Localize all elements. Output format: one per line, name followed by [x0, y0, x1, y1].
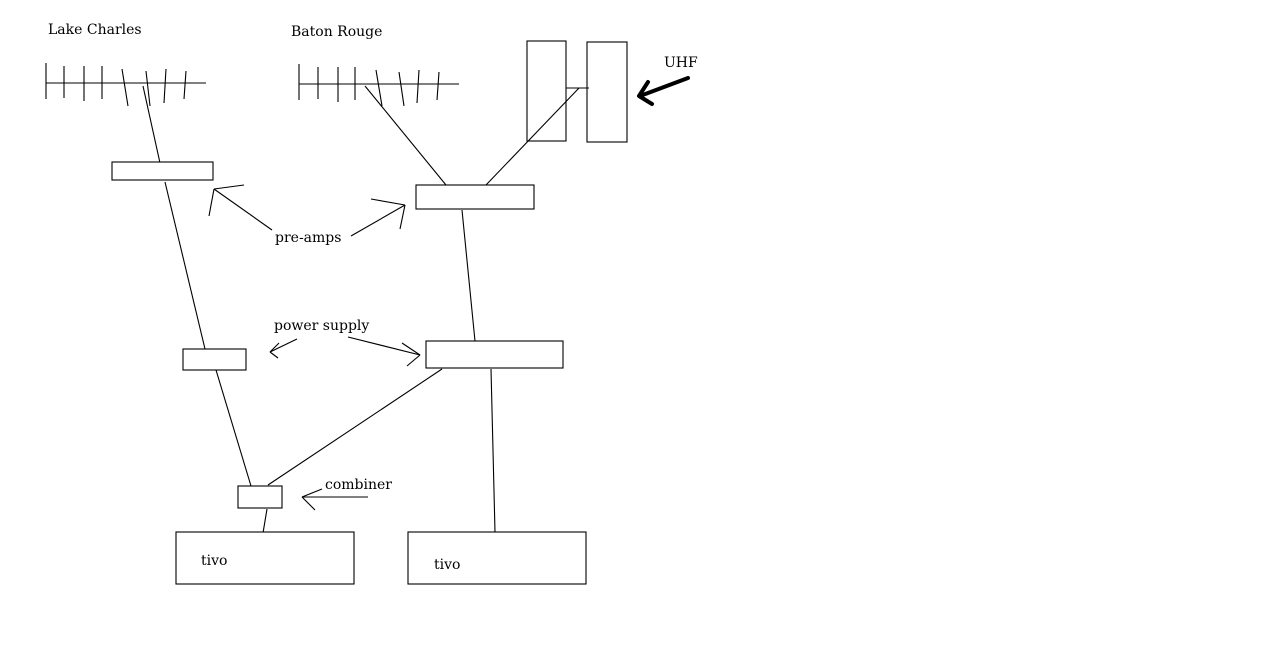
baton-rouge-label: Baton Rouge: [291, 24, 382, 40]
lake-charles-label: Lake Charles: [48, 22, 142, 38]
tivo-right-box: [407, 531, 587, 585]
pre-amp-right: [415, 184, 535, 210]
cables: [142, 85, 580, 534]
pre-amps-label: pre-amps: [275, 230, 341, 246]
uhf-label: UHF: [664, 55, 698, 71]
pre-amps-arrows: [208, 184, 406, 237]
tivo-left-label: tivo: [201, 553, 227, 569]
pre-amp-left: [111, 161, 214, 181]
power-supply-right: [425, 340, 564, 369]
power-supply-arrows: [269, 336, 421, 367]
tivo-right-label: tivo: [434, 557, 460, 573]
power-supply-label: power supply: [274, 318, 369, 334]
tivo-left-box: [175, 531, 355, 585]
power-supply-left: [182, 348, 247, 371]
baton-rouge-antenna: [298, 64, 459, 107]
uhf-bold-arrow: [637, 76, 690, 106]
combiner-box: [237, 485, 283, 509]
combiner-arrow: [301, 488, 368, 511]
lake-charles-antenna: [45, 63, 206, 107]
combiner-label: combiner: [325, 477, 392, 493]
uhf-antenna: [526, 40, 628, 143]
